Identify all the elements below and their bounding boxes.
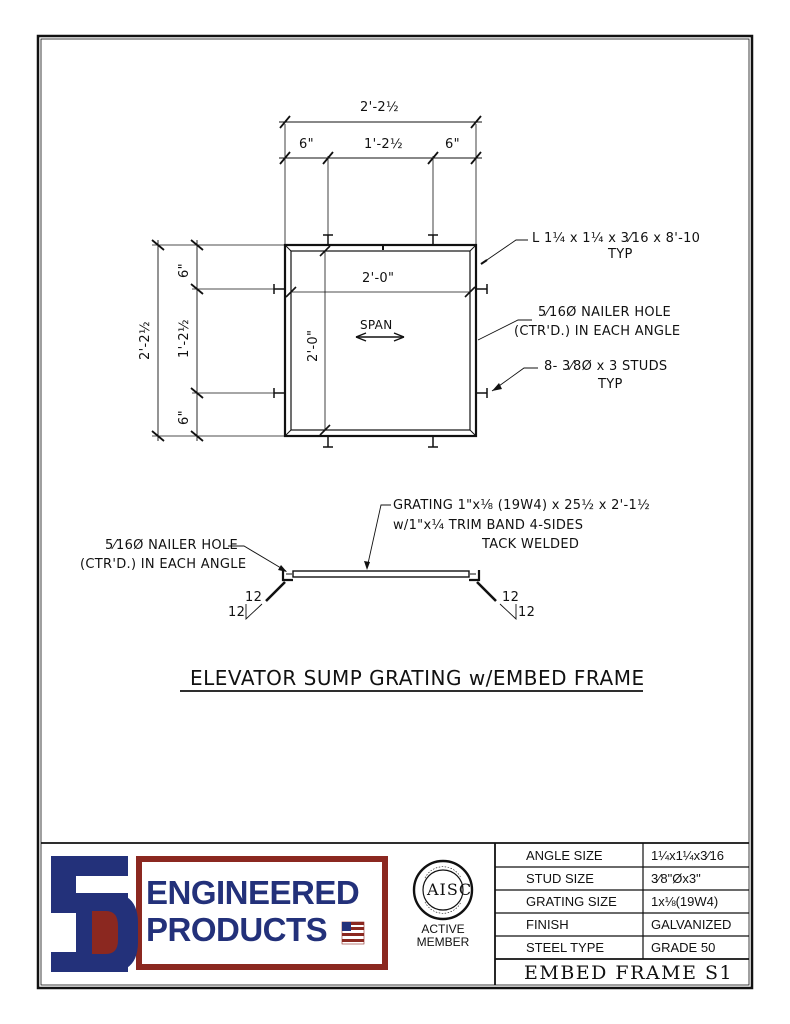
dim-top-mid-label: 1'-2½ [364,137,403,152]
dim-left-bottom-label: 6" [177,410,192,425]
callout-grating-line3: TACK WELDED [482,537,580,552]
frame-outer [283,243,478,438]
callout-studs-line1: 8- 3⁄8Ø x 3 STUDS [544,359,668,374]
leader-grating [366,504,391,569]
dim-left-overall-label: 2'-2½ [138,321,153,360]
row-angle-size-value: 1¼x1¼x3⁄16 [651,848,725,863]
drawing-name: EMBED FRAME S1 [524,962,734,984]
span-label: SPAN [360,318,393,332]
row-angle-size-label: ANGLE SIZE [526,848,603,863]
slope-right-top: 12 [502,590,520,605]
dim-top-right-label: 6" [445,137,460,152]
callout-studs-line2: TYP [598,377,623,392]
row-finish-label: FINISH [526,917,569,932]
callout-angle-line2: TYP [608,247,633,262]
active-member-label: ACTIVE MEMBER [405,923,481,949]
row-steel-type-label: STEEL TYPE [526,940,605,955]
logo-line1: ENGINEERED [146,874,360,911]
dim-left-top-label: 6" [177,263,192,278]
frame-inner [290,250,471,431]
stud-left [265,581,286,602]
callout-section-nailer-line2: (CTR'D.) IN EACH ANGLE [80,557,247,572]
callout-nailer-line2: (CTR'D.) IN EACH ANGLE [514,324,681,339]
plan-view [151,115,538,448]
dim-top-overall-label: 2'-2½ [360,100,399,115]
leader-angle [480,239,528,265]
dim-inner-width-label: 2'-0" [362,271,395,286]
row-stud-size-label: STUD SIZE [526,871,594,886]
dim-left-mid-label: 1'-2½ [177,319,192,358]
row-finish-value: GALVANIZED [651,917,732,932]
callout-nailer-line1: 5⁄16Ø NAILER HOLE [538,305,671,320]
aisc-seal-text: AISC [427,880,473,899]
callout-section-nailer-line1: 5⁄16Ø NAILER HOLE [105,538,238,553]
slope-left-side: 12 [228,605,246,620]
drawing-title: ELEVATOR SUMP GRATING w/EMBED FRAME [190,666,645,690]
row-stud-size-value: 3⁄8"Øx3" [651,871,701,886]
grating-section [292,570,470,578]
row-grating-size-value: 1x⅛(19W4) [651,894,719,909]
company-logo [51,856,388,972]
callout-grating-line2: w/1"x¼ TRIM BAND 4-SIDES [393,518,584,533]
logo-line2: PRODUCTS [146,911,328,948]
callout-angle-line1: L 1¼ x 1¼ x 3⁄16 x 8'-10 [532,231,701,246]
sheet-border [36,34,754,990]
leader-section-nailer [228,545,287,572]
aisc-seal [412,859,474,921]
active-line2: MEMBER [416,935,470,949]
leader-studs [491,367,538,392]
leader-nailer [477,319,532,341]
dim-inner-height-label: 2'-0" [306,329,321,362]
row-grating-size-label: GRATING SIZE [526,894,617,909]
title-block-lines [41,842,749,985]
callout-grating-line1: GRATING 1"x⅛ (19W4) x 25½ x 2'-1½ [393,498,651,513]
stud-right [476,581,497,602]
slope-left-top: 12 [245,590,263,605]
active-line1: ACTIVE [421,922,465,936]
dim-top-left-label: 6" [299,137,314,152]
slope-right-side: 12 [518,605,536,620]
section-view [228,504,517,621]
row-steel-type-value: GRADE 50 [651,940,716,955]
